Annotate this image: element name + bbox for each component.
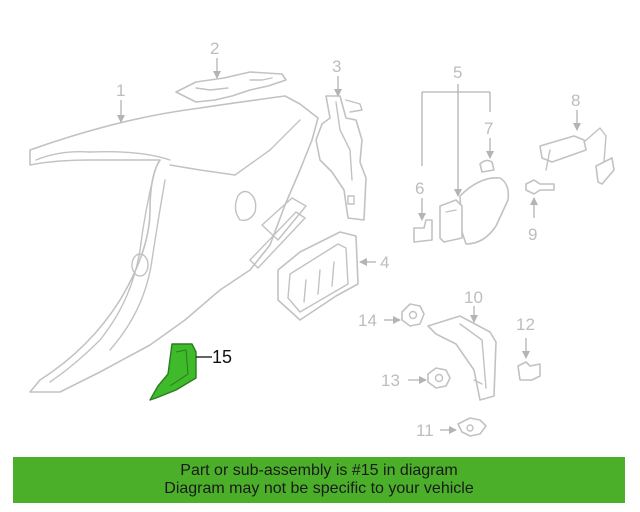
callout-1: 1 [116,81,125,100]
part-1-quarter-panel[interactable] [29,95,319,393]
callout-4: 4 [380,253,389,272]
callout-5: 5 [453,63,462,82]
callout-12: 12 [516,315,535,334]
part-11-clip[interactable] [457,417,487,437]
callout-15: 15 [212,347,232,367]
part-10-trim-extension[interactable] [427,315,497,401]
banner-line-2: Diagram may not be specific to your vehi… [164,480,474,497]
part-3-pillar-reinforcement[interactable] [315,95,367,221]
callout-14: 14 [358,311,377,330]
callout-11: 11 [416,421,434,440]
part-13-nut[interactable] [427,367,451,389]
callout-6: 6 [415,179,424,198]
part-6-clip[interactable] [413,219,433,243]
part-7-bumper[interactable] [479,159,495,173]
callout-3: 3 [332,57,341,76]
info-banner: Part or sub-assembly is #15 in diagram D… [13,457,625,503]
part-9-screw[interactable] [525,179,555,195]
callout-13: 13 [381,371,400,390]
callout-8: 8 [571,91,580,110]
callout-10: 10 [464,288,483,307]
callout-9: 9 [528,225,537,244]
banner-line-1: Part or sub-assembly is #15 in diagram [180,462,458,479]
callout-7: 7 [484,119,493,138]
part-14-nut[interactable] [401,303,425,327]
part-5-fuel-door[interactable] [439,177,510,245]
part-15-highlighted[interactable] [149,343,197,401]
part-8-actuator-cable[interactable] [539,127,615,185]
leader-5-bracket [421,84,491,197]
callout-2: 2 [210,39,219,58]
parts-diagram: 1 2 3 4 5 6 7 [29,39,615,440]
part-12-bracket[interactable] [517,361,541,381]
part-4-housing[interactable] [277,231,359,321]
